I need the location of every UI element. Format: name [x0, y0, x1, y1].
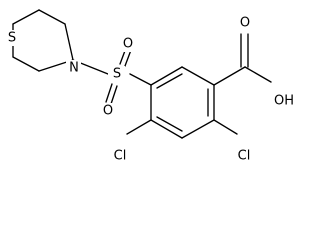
bond-ring-cl1: [126, 119, 152, 135]
carbonyl-oxygen-atom-label: O: [236, 15, 253, 31]
bond-layer: [12, 9, 272, 139]
bond-s2-ring: [129, 73, 152, 86]
hydroxyl-label: OH: [274, 94, 294, 109]
bond-s2-o2-a: [105, 83, 113, 103]
bond-c2-n: [64, 23, 74, 61]
hydroxyl-atom-label: OH: [272, 93, 297, 109]
bond-ring-inner-a5-a6: [156, 116, 183, 132]
bond-carboxyl-oh: [244, 66, 272, 83]
chlorine-left-label: Cl: [114, 149, 127, 164]
sulfur-label: S: [8, 31, 16, 46]
bond-ring-inner-a1-a2: [156, 73, 183, 89]
nitrogen-label: N: [69, 61, 79, 76]
bond-c3-c4: [12, 56, 40, 72]
chlorine-right-atom-label: Cl: [234, 148, 254, 164]
sulfonyl-oxygen-bottom-label: O: [103, 104, 113, 119]
nitrogen-atom-label: N: [66, 60, 81, 76]
bond-ring-a5-a6: [150, 119, 183, 139]
bond-ring-a1-a2: [150, 66, 183, 86]
bond-ring-cl2: [213, 119, 238, 135]
bond-c1-c2: [38, 9, 66, 25]
sulfonyl-sulfur-label: S: [113, 67, 121, 82]
bond-s2-o1-b: [124, 49, 132, 67]
chemical-structure-diagram: S N S O O O: [5, 9, 297, 164]
bond-s-c1: [12, 9, 40, 25]
bond-s2-o2-b: [110, 85, 118, 105]
atom-label-layer: S N S O O O: [5, 15, 297, 164]
molecule-svg: S N S O O O: [5, 9, 297, 164]
chlorine-left-atom-label: Cl: [110, 148, 130, 164]
sulfur-atom-label: S: [5, 30, 20, 46]
sulfonyl-sulfur-atom-label: S: [108, 66, 125, 82]
bond-ring-a4-a5: [181, 119, 215, 139]
bond-ring-a2-a3: [181, 66, 215, 86]
sulfonyl-oxygen-bottom-atom-label: O: [99, 103, 116, 119]
sulfonyl-oxygen-top-label: O: [123, 37, 133, 52]
sulfonyl-oxygen-top-atom-label: O: [119, 36, 136, 52]
bond-ring-carboxyl-c: [213, 66, 246, 86]
chlorine-right-label: Cl: [238, 149, 251, 164]
carbonyl-oxygen-label: O: [240, 16, 250, 31]
